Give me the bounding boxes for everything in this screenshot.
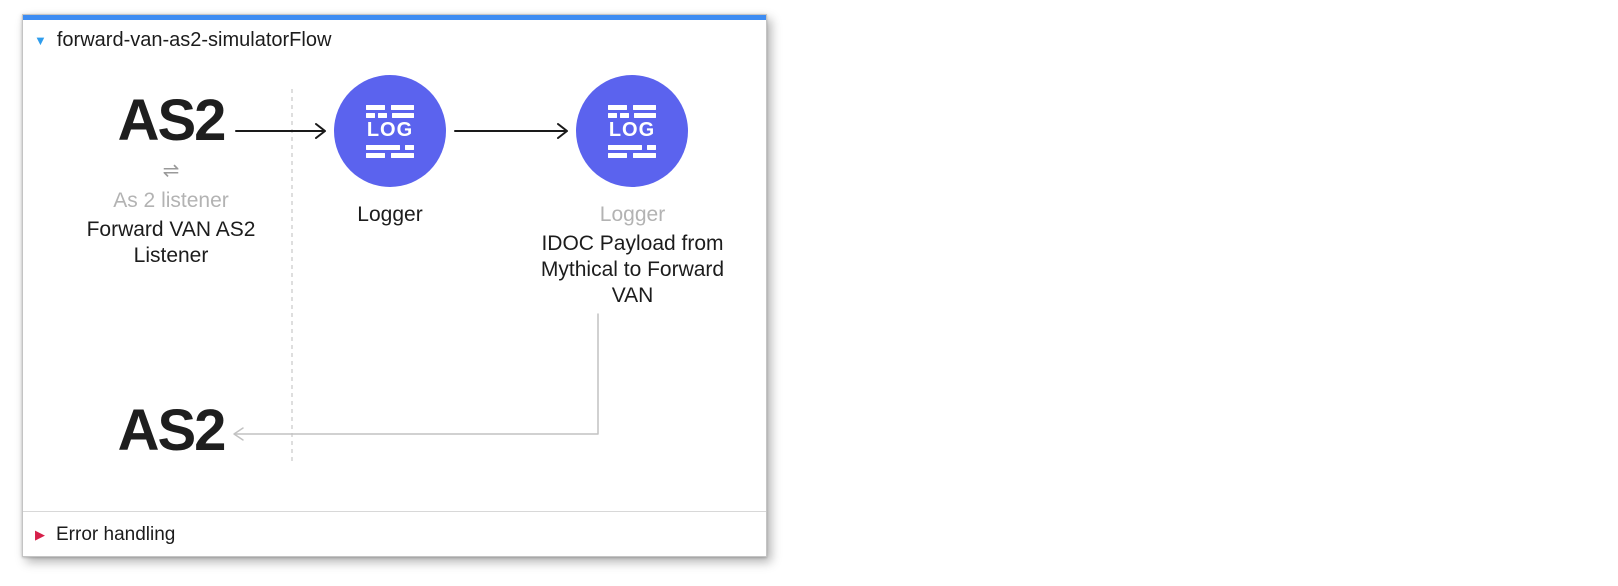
- logger1-name-label: Logger: [357, 203, 423, 226]
- collapse-triangle-icon[interactable]: ▼: [34, 33, 47, 48]
- flow-accent-bar: [23, 15, 766, 20]
- node-logger-2[interactable]: LOG: [576, 75, 688, 187]
- expand-triangle-icon[interactable]: ▶: [35, 527, 45, 542]
- log-icon: LOG: [608, 104, 656, 158]
- node-name-label: Forward VAN AS2 Listener: [86, 217, 256, 267]
- node-as2-listener[interactable]: AS2 ⇌ As 2 listener Forward VAN AS2 List…: [51, 88, 291, 269]
- logger2-operation-label: Logger: [599, 203, 666, 226]
- logger2-name-label: IDOC Payload from Mythical to Forward VA…: [540, 232, 725, 307]
- log-icon-text: LOG: [608, 118, 656, 141]
- node-as2-target[interactable]: AS2: [51, 398, 291, 463]
- error-handling-header[interactable]: ▶ Error handling: [23, 512, 766, 557]
- flow-container: ▼ forward-van-as2-simulatorFlow: [22, 14, 767, 557]
- as2-logo: AS2: [117, 398, 227, 463]
- flow-title[interactable]: forward-van-as2-simulatorFlow: [56, 29, 332, 51]
- log-icon-text: LOG: [366, 118, 414, 141]
- node-operation-label: As 2 listener: [113, 188, 229, 212]
- log-icon: LOG: [366, 104, 414, 158]
- exchange-arrows-icon: ⇌: [162, 159, 180, 182]
- as2-logo: AS2: [117, 88, 227, 153]
- error-handling-label: Error handling: [56, 523, 176, 545]
- error-section-divider: [23, 511, 766, 512]
- flow-header: ▼ forward-van-as2-simulatorFlow: [34, 29, 331, 52]
- node-logger-1[interactable]: LOG: [334, 75, 446, 187]
- arrow-logger1-to-logger2: [454, 123, 568, 139]
